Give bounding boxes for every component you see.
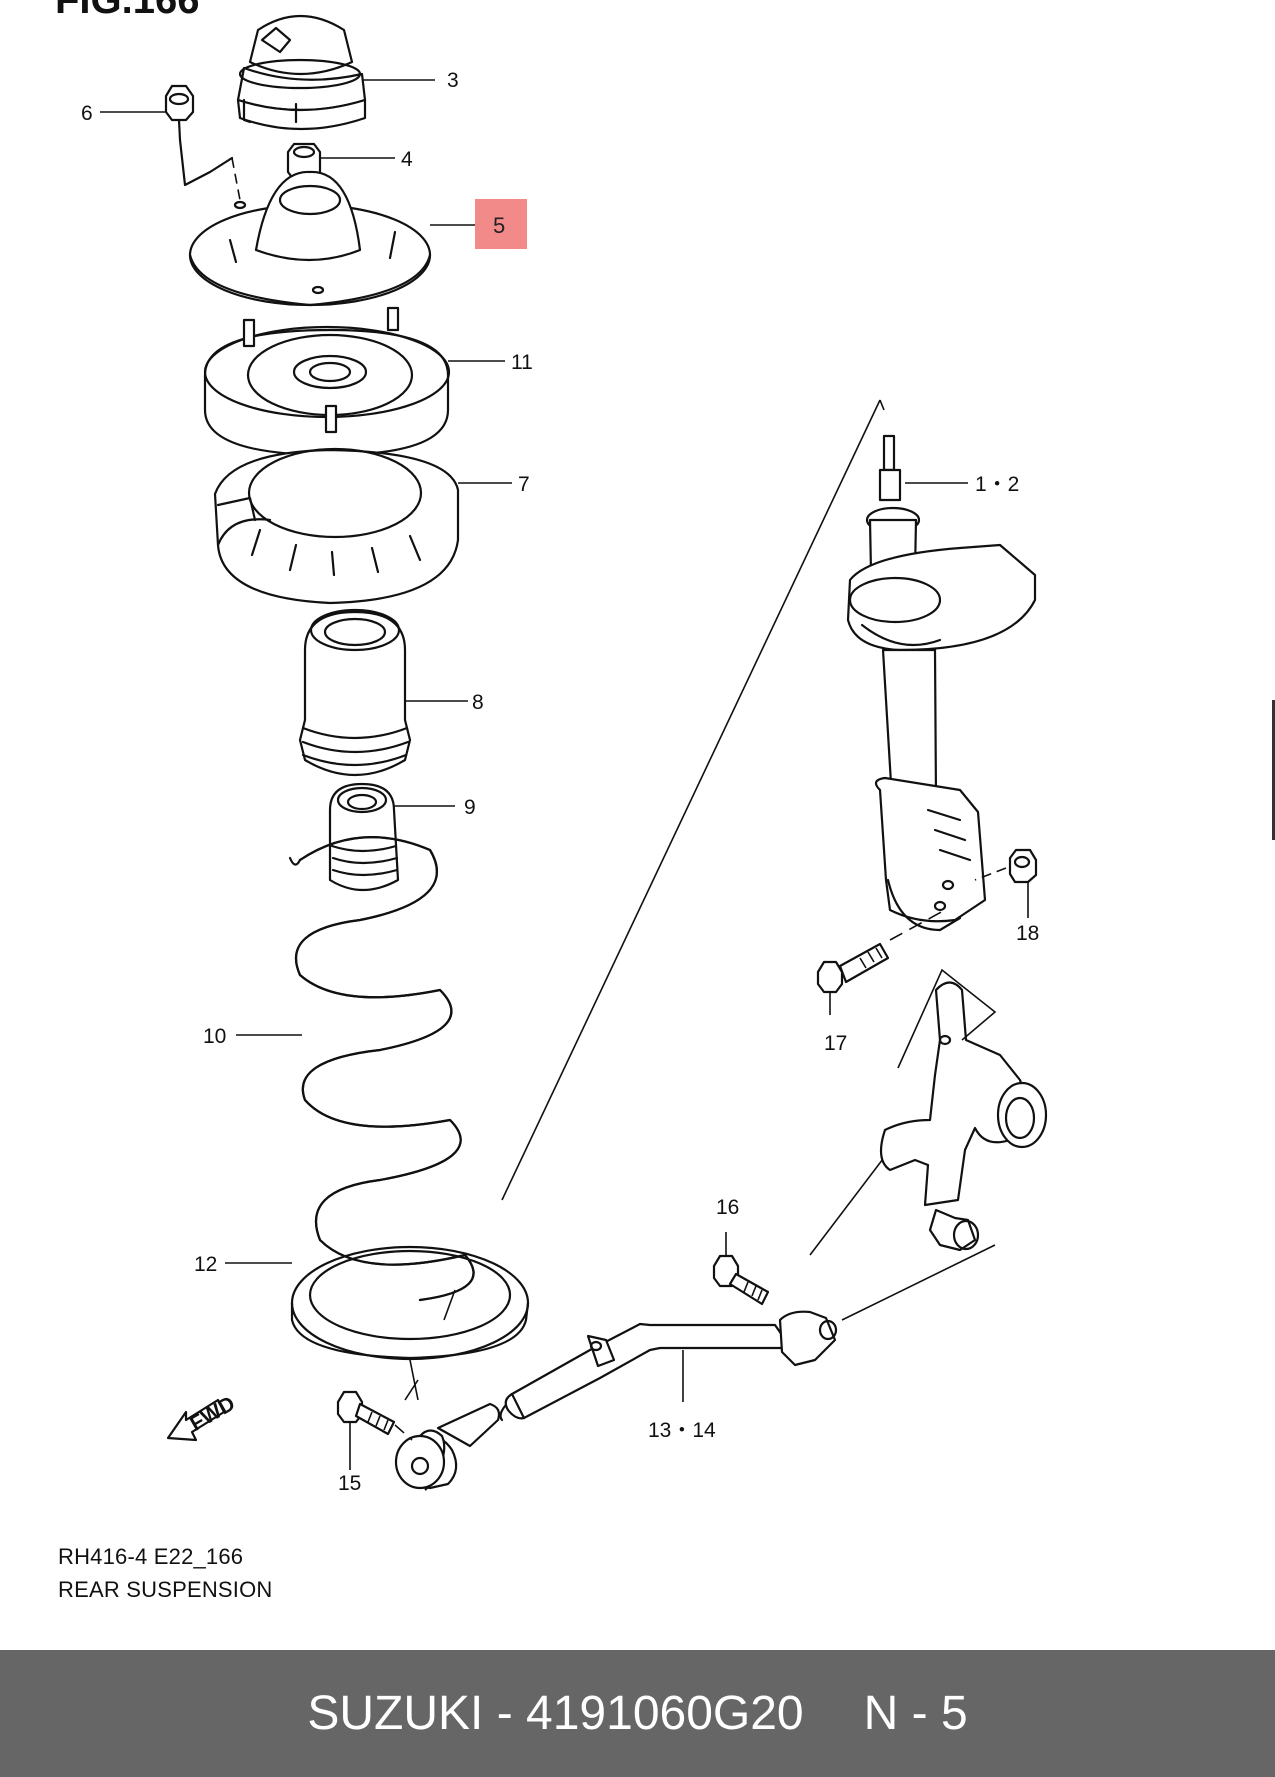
callout-12: 12: [194, 1253, 217, 1276]
part-5-upper-mount-plate: [188, 170, 432, 307]
diagram-title-caption: REAR SUSPENSION: [58, 1577, 273, 1602]
callout-5: 5: [493, 213, 505, 238]
part-6-nut: [164, 84, 241, 201]
part-1-2-strut-assembly: [846, 434, 1037, 932]
part-3-top-cap: [236, 14, 367, 131]
footer-position: N - 5: [863, 1687, 968, 1740]
part-11-upper-seat: [203, 306, 451, 457]
footer-part-number: SUZUKI - 4191060G20: [307, 1687, 804, 1740]
part-7-spring-seat: [213, 447, 460, 605]
leader-lines: [100, 79, 968, 1264]
callout-7: 7: [518, 473, 530, 496]
part-12-lower-seat: [290, 1245, 530, 1401]
callout-18: 18: [1016, 922, 1039, 945]
part-18-nut: [974, 848, 1038, 918]
footer-bar: SUZUKI - 4191060G20 N - 5: [0, 1650, 1275, 1777]
part-8-bump-boot: [298, 608, 412, 776]
diagram-code-caption: RH416-4 E22_166: [58, 1544, 244, 1569]
callout-6: 6: [81, 102, 93, 125]
callout-8: 8: [472, 691, 484, 714]
part-16-bolt: [712, 1232, 770, 1306]
callout-13-14: 13・14: [648, 1419, 716, 1442]
fwd-arrow-icon: FWD: [166, 1392, 239, 1442]
part-17-bolt: [816, 909, 946, 1015]
callout-4: 4: [401, 148, 413, 171]
callout-15: 15: [338, 1472, 361, 1495]
figure-label: FIG.166: [55, 0, 200, 22]
fwd-label: FWD: [186, 1392, 239, 1436]
part-10-coil-spring: [288, 836, 475, 1302]
exploded-parts-diagram: FWD 3 6 4 5 11 7 8 9 10 12 1・2 18 17 16 …: [81, 14, 1048, 1495]
highlight-box-part-5: [475, 199, 527, 249]
callout-16: 16: [716, 1196, 739, 1219]
callout-labels: 3 6 4 5 11 7 8 9 10 12 1・2 18 17 16 15 1…: [81, 69, 1039, 1495]
callout-3: 3: [447, 69, 459, 92]
callout-17: 17: [824, 1032, 847, 1055]
part-13-14-trailing-arm: [394, 1310, 838, 1491]
callout-9: 9: [464, 796, 476, 819]
part-15-bolt: [336, 1390, 413, 1470]
callout-1-2: 1・2: [975, 473, 1019, 496]
guide-lines: [404, 399, 906, 1401]
callout-10: 10: [203, 1025, 226, 1048]
edge-marker: [1272, 700, 1275, 840]
knuckle-hub: [841, 968, 1048, 1321]
callout-11: 11: [511, 351, 533, 374]
